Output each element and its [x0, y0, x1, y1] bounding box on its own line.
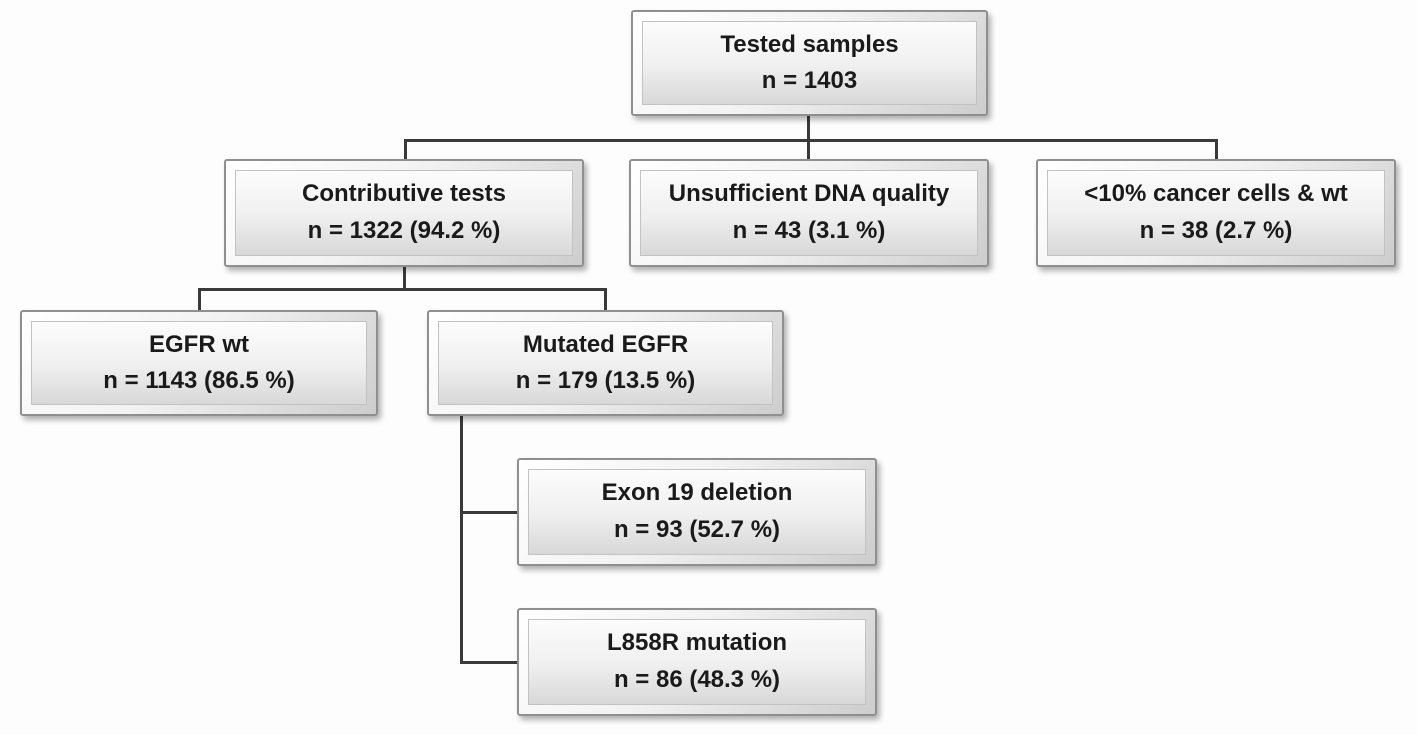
node-label: Exon 19 deletion [601, 479, 793, 507]
node-mutated-egfr: Mutated EGFR n = 179 (13.5 %) [427, 310, 784, 416]
node-label: <10% cancer cells & wt [1084, 180, 1348, 208]
node-exon-19-deletion-face: Exon 19 deletion n = 93 (52.7 %) [528, 469, 866, 555]
node-contributive-tests-face: Contributive tests n = 1322 (94.2 %) [235, 170, 573, 256]
node-tested-samples: Tested samples n = 1403 [631, 10, 988, 116]
connector-level1-horizontal [404, 139, 1218, 142]
node-contributive-tests: Contributive tests n = 1322 (94.2 %) [224, 159, 584, 267]
connector-mutated-stem [460, 414, 463, 664]
connector-branch-l858r [460, 661, 519, 664]
node-label: Mutated EGFR [522, 330, 689, 358]
node-count: n = 179 (13.5 %) [515, 366, 696, 394]
connector-tested-stem [807, 114, 810, 161]
node-label: EGFR wt [149, 330, 249, 358]
node-low-cancer-cells-wt: <10% cancer cells & wt n = 38 (2.7 %) [1036, 159, 1396, 267]
node-count: n = 86 (48.3 %) [613, 666, 781, 694]
node-label: Contributive tests [301, 180, 507, 208]
node-count: n = 1322 (94.2 %) [307, 217, 501, 245]
node-label: L858R mutation [606, 629, 788, 657]
node-label: Tested samples [720, 30, 899, 58]
connector-branch-exon19 [460, 511, 519, 514]
node-count: n = 1403 [761, 66, 858, 94]
node-egfr-wt: EGFR wt n = 1143 (86.5 %) [20, 310, 378, 416]
node-count: n = 38 (2.7 %) [1139, 217, 1293, 245]
connector-drop-egfr-wt [198, 288, 201, 312]
node-egfr-wt-face: EGFR wt n = 1143 (86.5 %) [31, 321, 367, 405]
node-count: n = 93 (52.7 %) [613, 516, 781, 544]
node-l858r-mutation: L858R mutation n = 86 (48.3 %) [517, 608, 877, 716]
connector-drop-low-cancer [1215, 139, 1218, 161]
node-exon-19-deletion: Exon 19 deletion n = 93 (52.7 %) [517, 458, 877, 566]
node-unsufficient-dna-quality: Unsufficient DNA quality n = 43 (3.1 %) [629, 159, 989, 267]
connector-drop-contributive [404, 139, 407, 161]
node-tested-samples-face: Tested samples n = 1403 [642, 21, 977, 105]
connector-contributive-stem [403, 265, 406, 290]
node-count: n = 1143 (86.5 %) [103, 366, 295, 394]
node-count: n = 43 (3.1 %) [732, 217, 886, 245]
connector-drop-mutated-egfr [604, 288, 607, 312]
node-unsufficient-dna-quality-face: Unsufficient DNA quality n = 43 (3.1 %) [640, 170, 978, 256]
connector-level2-horizontal [198, 288, 607, 291]
node-l858r-mutation-face: L858R mutation n = 86 (48.3 %) [528, 619, 866, 705]
node-label: Unsufficient DNA quality [668, 180, 950, 208]
node-mutated-egfr-face: Mutated EGFR n = 179 (13.5 %) [438, 321, 773, 405]
node-low-cancer-cells-wt-face: <10% cancer cells & wt n = 38 (2.7 %) [1047, 170, 1385, 256]
